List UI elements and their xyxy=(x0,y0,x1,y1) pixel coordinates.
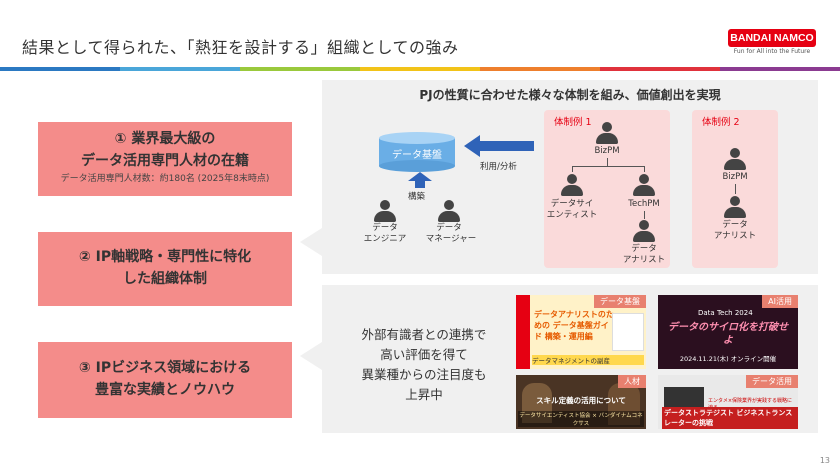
thumb-3-tag: 人材 xyxy=(618,375,646,388)
structure-panel: PJの性質に合わせた様々な体制を組み、価値創出を実現 データ基盤 利用/分析 構… xyxy=(322,80,818,274)
engineer-label-1: データ xyxy=(372,223,398,233)
thumbnail-talent[interactable]: スキル定義の活用について データサイエンティスト協会 × バンダイナムコネクサス… xyxy=(516,375,646,429)
bizpm2-person-icon xyxy=(724,148,746,172)
strength-box-1: ① 業界最大級の データ活用専門人材の在籍 データ活用専門人材数：約180名 (… xyxy=(38,122,292,196)
techpm-label: TechPM xyxy=(628,199,660,209)
analyst-person-icon xyxy=(633,220,655,244)
techpm-person-icon xyxy=(633,174,655,198)
engineer-label-2: エンジニア xyxy=(363,234,407,244)
thumb-4-tag: データ活用 xyxy=(746,375,798,388)
structure-heading: PJの性質に合わせた様々な体制を組み、価値創出を実現 xyxy=(419,88,721,102)
bizpm-person-icon xyxy=(596,122,618,146)
thumb-3-headline: スキル定義の活用について xyxy=(536,396,626,405)
engineer-person-icon xyxy=(374,200,396,224)
thumbnail-data-platform[interactable]: データアナリストのための データ基盤ガイド 構築・運用編 データマネジメントの副… xyxy=(516,295,646,369)
reputation-panel: 外部有識者との連携で 高い評価を得て 異業種からの注目度も 上昇中 データアナリ… xyxy=(322,285,818,433)
thumb-3-sub: データサイエンティスト協会 × バンダイナムコネクサス xyxy=(518,411,644,427)
data-scientist-label-1: データサイ xyxy=(550,199,594,209)
strength-1-line1: ① 業界最大級の xyxy=(114,131,216,147)
use-label: 利用/分析 xyxy=(480,162,517,172)
thumb-2-headline: データのサイロ化を打破せよ xyxy=(668,322,788,346)
structure-example-2: 体制例 2 BizPM データ アナリスト xyxy=(692,110,778,268)
structure-example-1: 体制例 1 BizPM データサイ エンティスト TechPM データ アナリス… xyxy=(544,110,670,268)
header-stripe xyxy=(0,67,840,71)
example-1-label: 体制例 1 xyxy=(554,117,592,128)
strength-3-line2: 豊富な実績とノウハウ xyxy=(95,382,235,398)
thumbnail-data-use[interactable]: エンタメ×保険業界が実践する戦略に迫る データストラテジスト ビジネストランスレ… xyxy=(658,375,798,429)
thumb-1-tag: データ基盤 xyxy=(594,295,646,308)
bandai-namco-logo: BANDAI NAMCO xyxy=(728,29,816,47)
thumb-1-headline: データアナリストのための データ基盤ガイド 構築・運用編 xyxy=(534,310,614,341)
bizpm-label: BizPM xyxy=(594,146,620,156)
use-arrow-icon xyxy=(464,135,534,157)
logo-tagline: Fun for All into the Future xyxy=(733,48,811,55)
thumb-4-headline: データストラテジスト ビジネストランスレーターの挑戦 xyxy=(662,407,798,429)
reputation-line-4: 上昇中 xyxy=(405,387,443,402)
reputation-line-2: 高い評価を得て xyxy=(380,347,468,362)
manager-label-2: マネージャー xyxy=(425,234,477,244)
manager-label-1: データ xyxy=(436,223,462,233)
page-number: 13 xyxy=(819,456,830,465)
strength-2-line2: した組織体制 xyxy=(123,271,207,287)
analyst-label-2: アナリスト xyxy=(622,255,666,265)
strength-3-line1: ③ IPビジネス領域における xyxy=(78,360,252,376)
thumb-2-sub: Data Tech 2024 xyxy=(698,309,753,317)
build-arrow-icon xyxy=(408,172,432,188)
manager-person-icon xyxy=(438,200,460,224)
page-title: 結果として得られた、「熱狂を設計する」組織としての強み xyxy=(22,38,459,57)
analyst2-person-icon xyxy=(724,196,746,220)
thumb-1-sub: データマネジメントの副産 xyxy=(532,355,644,365)
build-label: 構築 xyxy=(408,192,426,202)
strength-1-note: データ活用専門人材数：約180名 (2025年8末時点) xyxy=(60,174,270,184)
connector-notch-1 xyxy=(300,228,322,256)
analyst2-label-1: データ xyxy=(722,220,748,230)
reputation-line-1: 外部有識者との連携で xyxy=(361,327,487,342)
reputation-text: 外部有識者との連携で 高い評価を得て 異業種からの注目度も 上昇中 xyxy=(336,325,512,405)
thumb-2-date: 2024.11.21(木) オンライン開催 xyxy=(679,355,777,363)
analyst2-label-2: アナリスト xyxy=(713,231,757,241)
analyst-label-1: データ xyxy=(631,244,657,254)
data-platform-label: データ基盤 xyxy=(392,150,442,161)
example-2-label: 体制例 2 xyxy=(702,117,740,128)
data-platform-cylinder: データ基盤 xyxy=(378,132,456,172)
thumb-2-tag: AI活用 xyxy=(762,295,798,308)
bizpm2-label: BizPM xyxy=(722,172,748,182)
data-scientist-label-2: エンティスト xyxy=(546,210,598,220)
reputation-line-3: 異業種からの注目度も xyxy=(361,367,487,382)
strength-box-2: ② IP軸戦略・専門性に特化 した組織体制 xyxy=(38,232,292,306)
strength-box-3: ③ IPビジネス領域における 豊富な実績とノウハウ xyxy=(38,342,292,418)
connector-notch-2 xyxy=(300,342,322,370)
strength-1-line2: データ活用専門人材の在籍 xyxy=(81,153,249,169)
strength-2-line1: ② IP軸戦略・専門性に特化 xyxy=(78,249,252,265)
thumbnail-ai[interactable]: Data Tech 2024 データのサイロ化を打破せよ 2024.11.21(… xyxy=(658,295,798,369)
data-scientist-person-icon xyxy=(561,174,583,198)
